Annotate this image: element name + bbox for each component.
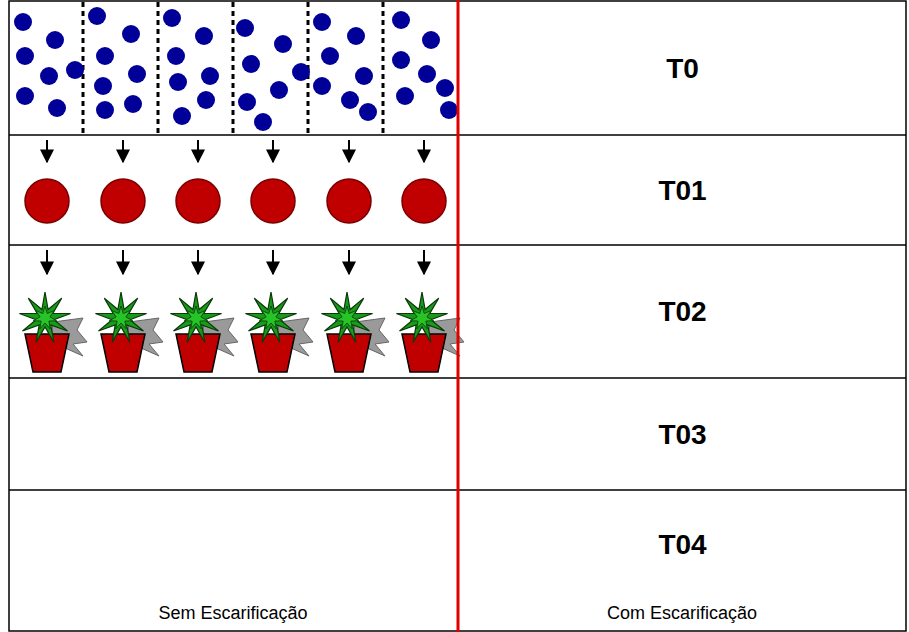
red-fruit bbox=[25, 179, 69, 223]
red-fruit bbox=[176, 179, 220, 223]
down-arrow bbox=[423, 140, 425, 162]
seed-dot bbox=[124, 95, 142, 113]
down-arrow bbox=[272, 250, 274, 274]
treatment-cell: T03 bbox=[460, 379, 905, 490]
down-arrow bbox=[122, 140, 124, 162]
seed-dot bbox=[128, 65, 146, 83]
red-fruit bbox=[402, 179, 446, 223]
seed-dot bbox=[238, 93, 256, 111]
seed-dot bbox=[201, 67, 219, 85]
seed-dot bbox=[40, 67, 58, 85]
red-fruit bbox=[101, 179, 145, 223]
potted-plants bbox=[19, 292, 464, 372]
down-arrow bbox=[348, 140, 350, 162]
seed-dot bbox=[16, 87, 34, 105]
seed-dot bbox=[197, 91, 215, 109]
table-grid bbox=[9, 1, 906, 631]
group-label: Sem Escarificação bbox=[158, 603, 307, 624]
down-arrow bbox=[46, 140, 48, 162]
seed-dot bbox=[169, 73, 187, 91]
seed-dot bbox=[254, 113, 272, 131]
seed-dot bbox=[341, 91, 359, 109]
seed-dot bbox=[46, 31, 64, 49]
seed-dot bbox=[396, 87, 414, 105]
treatment-label: T01 bbox=[658, 175, 706, 207]
down-arrow bbox=[197, 250, 199, 274]
treatment-label: T0 bbox=[666, 53, 699, 85]
seed-dot bbox=[66, 61, 84, 79]
treatment-cell: T0 bbox=[460, 2, 905, 135]
seed-dot bbox=[96, 101, 114, 119]
seed-dot bbox=[321, 47, 339, 65]
seed-dot bbox=[242, 55, 260, 73]
seed-dot bbox=[292, 63, 310, 81]
seed-dot bbox=[96, 47, 114, 65]
seed-dot bbox=[313, 77, 331, 95]
separator-line bbox=[457, 0, 460, 632]
seed-dot bbox=[355, 67, 373, 85]
divider-line bbox=[382, 2, 385, 134]
down-arrow bbox=[348, 250, 350, 274]
down-arrow bbox=[197, 140, 199, 162]
seed-dot bbox=[173, 107, 191, 125]
potted-plant bbox=[245, 292, 313, 372]
seed-dot bbox=[236, 19, 254, 37]
sample-dividers bbox=[83, 2, 383, 134]
seed-dot bbox=[48, 99, 66, 117]
seed-dot bbox=[94, 77, 112, 95]
seed-dot bbox=[195, 27, 213, 45]
group-label: Com Escarificação bbox=[607, 603, 757, 624]
potted-plant bbox=[95, 292, 163, 372]
seed-dot bbox=[167, 47, 185, 65]
seed-dot bbox=[88, 7, 106, 25]
red-fruit bbox=[327, 179, 371, 223]
potted-plant bbox=[170, 292, 238, 372]
seed-dot bbox=[359, 103, 377, 121]
down-arrow bbox=[423, 250, 425, 274]
down-arrow bbox=[122, 250, 124, 274]
seed-dot bbox=[274, 35, 292, 53]
seed-dot bbox=[436, 79, 454, 97]
seed-dot bbox=[392, 51, 410, 69]
red-fruits bbox=[25, 179, 446, 223]
treatment-cell: T04 bbox=[460, 491, 905, 599]
seed-dot bbox=[422, 31, 440, 49]
potted-plant bbox=[396, 292, 464, 372]
seed-dot bbox=[392, 11, 410, 29]
treatment-label: T02 bbox=[658, 296, 706, 328]
divider-line bbox=[232, 2, 235, 134]
down-arrow bbox=[272, 140, 274, 162]
seed-dot bbox=[347, 27, 365, 45]
seed-dot bbox=[16, 47, 34, 65]
treatment-label: T03 bbox=[658, 419, 706, 451]
seed-dot bbox=[270, 81, 288, 99]
seed-dot bbox=[163, 9, 181, 27]
seed-dot bbox=[122, 25, 140, 43]
down-arrow bbox=[46, 250, 48, 274]
seed-dots bbox=[14, 7, 458, 131]
seed-dot bbox=[14, 13, 32, 31]
potted-plant bbox=[19, 292, 87, 372]
red-fruit bbox=[251, 179, 295, 223]
flow-arrows bbox=[47, 140, 424, 274]
treatment-cell: T01 bbox=[460, 136, 905, 245]
divider-line bbox=[157, 2, 160, 134]
potted-plant bbox=[321, 292, 389, 372]
treatment-label: T04 bbox=[658, 529, 706, 561]
seed-dot bbox=[418, 65, 436, 83]
seed-dot bbox=[313, 13, 331, 31]
treatment-cell: T02 bbox=[460, 246, 905, 378]
seed-dot bbox=[440, 101, 458, 119]
